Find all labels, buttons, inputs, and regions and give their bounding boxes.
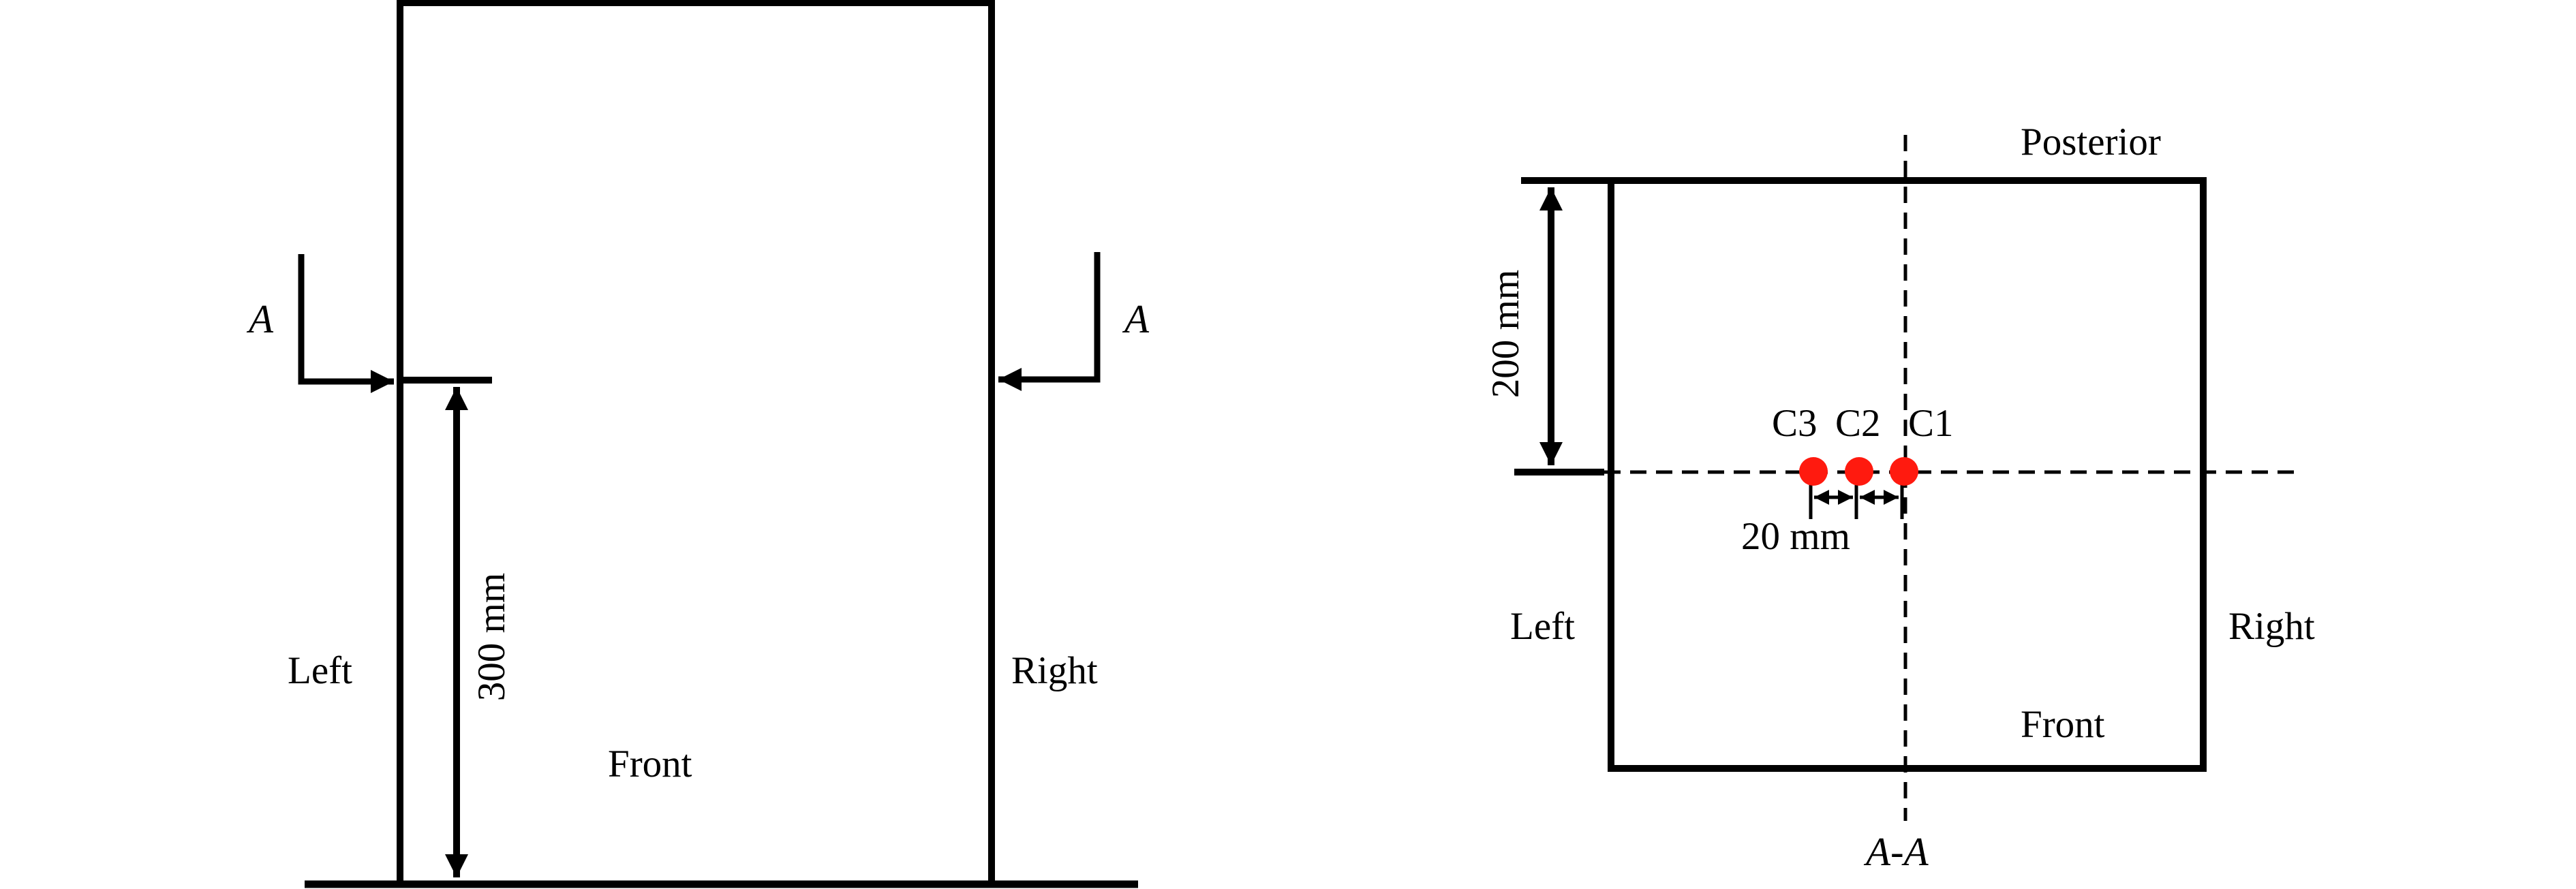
side-right-label: Right [2228,605,2315,648]
point-c1-label: C1 [1908,402,1954,445]
side-bottom-label: Front [2021,703,2105,746]
side-left-label: Left [288,649,352,692]
section-view: C3 C2 C1 20 mm Posterior Left Right Fron… [1484,121,2315,874]
depth-dimension-label: 200 mm [1484,270,1527,398]
point-c3-label: C3 [1772,402,1818,445]
section-marker-left [298,254,394,393]
side-top-label: Posterior [2021,121,2161,163]
front-outline [397,0,995,888]
front-view: A A Left Right Front 300 mm [246,0,1150,888]
side-left-label: Left [1510,605,1575,648]
section-marker-right [998,252,1101,391]
section-name-label: A-A [1863,829,1929,874]
spacing-dimension-label: 20 mm [1741,515,1850,558]
height-dimension-label: 300 mm [470,573,513,701]
side-right-label: Right [1011,649,1098,692]
face-front-label: Front [608,743,692,785]
point-c1-marker [1890,457,1918,486]
point-c2-marker [1845,457,1873,486]
section-mark-left-label: A [246,296,274,341]
section-mark-right-label: A [1122,296,1150,341]
point-c2-label: C2 [1835,402,1881,445]
point-c3-marker [1799,457,1828,486]
